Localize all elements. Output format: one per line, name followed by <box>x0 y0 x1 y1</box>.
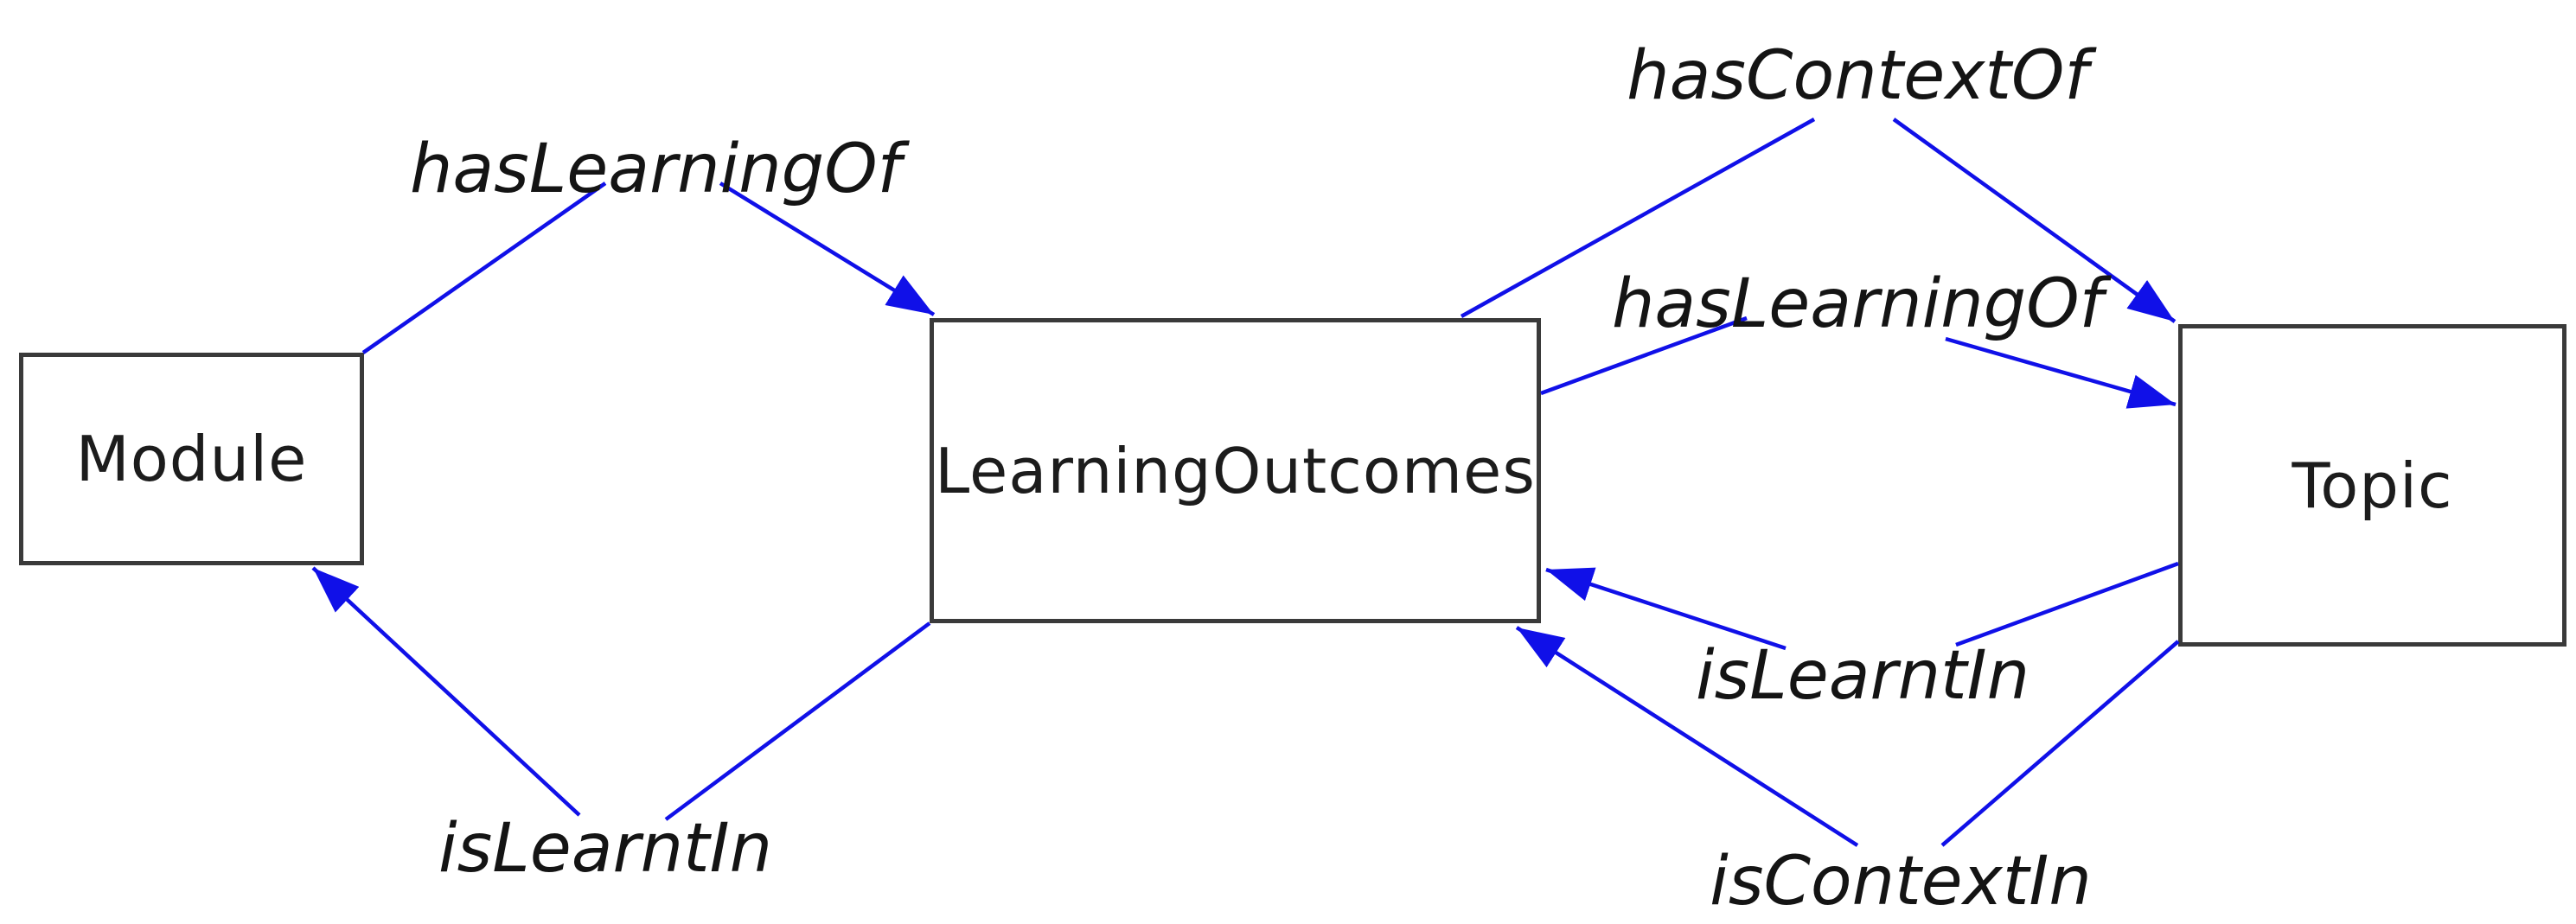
edge-label-iscontextin: isContextIn <box>1710 843 2092 921</box>
edge-islearntin-topic-to-learningoutcomes-tail <box>1955 561 2179 647</box>
edge-haslearningof-module-to-learningoutcomes-tail <box>361 182 607 354</box>
edge-islearntin-learningoutcomes-to-module-head <box>311 566 581 817</box>
edge-label-islearntin-topic-learningoutcomes: isLearntIn <box>1695 637 2030 715</box>
node-learning-outcomes-label: LearningOutcomes <box>935 434 1536 507</box>
edge-label-islearntin-learningoutcomes-module: isLearntIn <box>438 810 773 888</box>
edge-label-haslearningof-module-learningoutcomes: hasLearningOf <box>409 131 902 208</box>
node-learning-outcomes: LearningOutcomes <box>930 318 1541 623</box>
node-module-label: Module <box>75 423 308 495</box>
node-topic-label: Topic <box>2292 449 2453 522</box>
edge-label-hascontextof: hasContextOf <box>1627 37 2088 115</box>
node-topic: Topic <box>2178 324 2566 647</box>
edge-haslearningof-learningoutcomes-to-topic-head <box>1945 336 2176 409</box>
edge-islearntin-learningoutcomes-to-module-tail <box>664 621 931 821</box>
edge-label-haslearningof-learningoutcomes-topic: hasLearningOf <box>1611 265 2104 343</box>
node-module: Module <box>19 353 364 565</box>
